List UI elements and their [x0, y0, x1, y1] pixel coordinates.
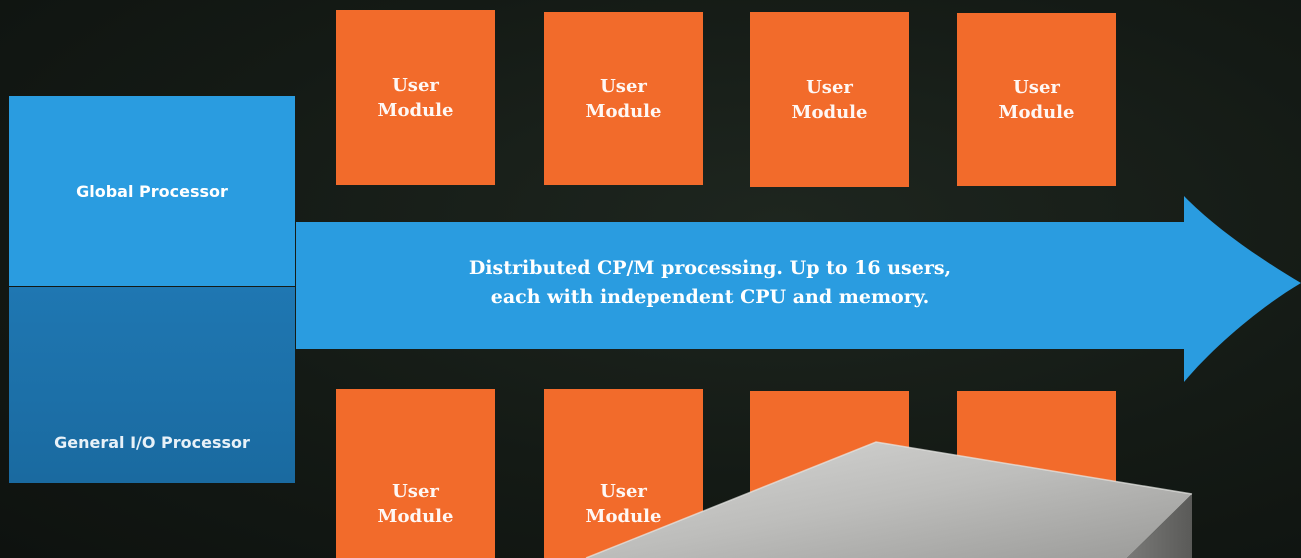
- global-processor-label: Global Processor: [76, 181, 228, 201]
- cabinet-top-face: [586, 442, 1192, 558]
- arrow-caption-line-2: each with independent CPU and memory.: [490, 286, 930, 308]
- user-module-top-2: User Module: [544, 12, 703, 185]
- user-module-label: User Module: [377, 74, 454, 121]
- distributed-processing-arrow: [296, 196, 1301, 382]
- user-module-top-1: User Module: [336, 10, 495, 185]
- user-module-label: User Module: [998, 76, 1075, 123]
- cabinet-side-face: [1127, 494, 1192, 558]
- cabinet-edge-highlight: [585, 441, 1193, 558]
- user-module-label: User Module: [377, 481, 454, 527]
- arrow-caption-line-1: Distributed CP/M processing. Up to 16 us…: [468, 257, 952, 279]
- user-module-label: User Module: [791, 76, 868, 123]
- user-module-top-4: User Module: [957, 13, 1116, 186]
- general-io-processor-label: General I/O Processor: [54, 433, 250, 452]
- arrow-caption: Distributed CP/M processing. Up to 16 us…: [300, 254, 1120, 312]
- user-module-bottom-1: User Module: [336, 389, 495, 558]
- user-module-label: User Module: [585, 75, 662, 122]
- user-module-top-3: User Module: [750, 12, 909, 187]
- global-processor-block: Global Processor: [9, 96, 295, 286]
- user-module-label: User Module: [585, 481, 662, 527]
- general-io-processor-block: General I/O Processor: [9, 287, 295, 483]
